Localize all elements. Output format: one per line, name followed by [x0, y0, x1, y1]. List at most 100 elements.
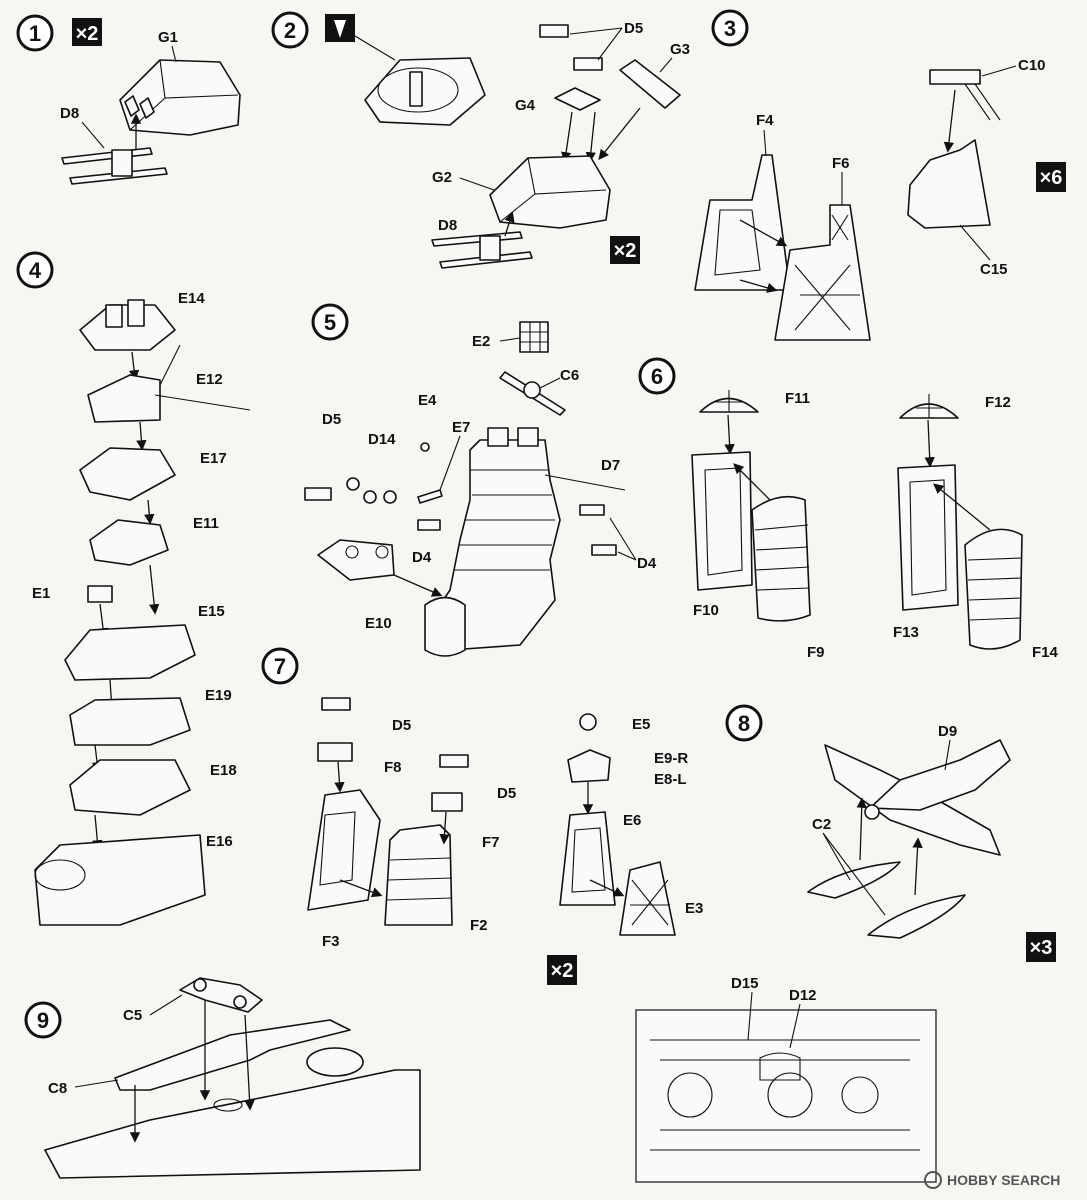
- label-d4-left: D4: [412, 549, 432, 566]
- step-6: 6 F11 F10 F9 F12 F13 F14: [638, 357, 1059, 661]
- step-3-number: 3: [724, 16, 736, 41]
- label-e6: E6: [623, 812, 641, 829]
- label-e16: E16: [206, 833, 233, 850]
- label-d7: D7: [601, 457, 620, 474]
- c5-part: [179, 977, 263, 1013]
- step-8-multiplier: ×3: [1030, 937, 1053, 959]
- step-2-badge: [271, 11, 309, 49]
- label-d5-step5: D5: [322, 411, 341, 428]
- step-2-multiplier: ×2: [614, 240, 637, 262]
- label-c6: C6: [560, 367, 579, 384]
- label-d8-2: D8: [438, 217, 457, 234]
- f7-part: [431, 792, 463, 812]
- f8-part: [317, 742, 353, 762]
- hull-deck-part: [44, 1069, 421, 1179]
- label-d5-a: D5: [392, 717, 411, 734]
- hobby-search-logo-icon: HOBBY SEARCH: [924, 1171, 1060, 1189]
- label-f4: F4: [756, 112, 774, 129]
- step-7-badge: [261, 647, 299, 685]
- step-6-badge: [638, 357, 676, 395]
- gun-barrels-d8-part: [61, 147, 153, 165]
- label-c8: C8: [48, 1080, 67, 1097]
- label-e3: E3: [685, 900, 703, 917]
- label-e8-l: E8-L: [654, 771, 687, 788]
- f9-tube-part: [751, 495, 811, 622]
- step-1-multiplier-box: [72, 18, 102, 46]
- label-f13: F13: [893, 624, 919, 641]
- label-f12: F12: [985, 394, 1011, 411]
- watermark-text: HOBBY SEARCH: [947, 1172, 1060, 1188]
- step-4-badge: [16, 251, 54, 289]
- step-7: 7 D5 F8 F3 F2 D5 F7 E5 E9-R E8-L E6 E3 ×…: [261, 647, 703, 985]
- step-1-badge: [16, 14, 54, 52]
- step-2-number: 2: [284, 18, 296, 43]
- label-e2: E2: [472, 333, 490, 350]
- label-d12: D12: [789, 987, 817, 1004]
- label-d4-right: D4: [637, 555, 657, 572]
- step-2-multiplier-box: [610, 236, 640, 264]
- label-e1: E1: [32, 585, 50, 602]
- label-e9-r: E9-R: [654, 750, 688, 767]
- label-d8: D8: [60, 105, 79, 122]
- step-8: 8 D9 C2 ×3: [725, 704, 1056, 962]
- label-f6: F6: [832, 155, 850, 172]
- step-8-number: 8: [738, 711, 750, 736]
- e10-platform-part: [317, 539, 395, 581]
- step-4: 4 E14 E12 E17 E11 E1 E15 E19 E18 E16: [16, 251, 251, 926]
- step-7-multiplier-box: [547, 955, 577, 985]
- g4-part: [554, 87, 601, 111]
- step-5: 5 E2 C6 E4 E7 D5 D14 E10 D4 D7: [304, 303, 657, 657]
- label-g1: G1: [158, 29, 178, 46]
- seaplane-float-left: [807, 861, 901, 899]
- label-d15: D15: [731, 975, 759, 992]
- label-f10: F10: [693, 602, 719, 619]
- label-g4: G4: [515, 97, 536, 114]
- step-7-number: 7: [274, 654, 286, 679]
- step-7-multiplier: ×2: [551, 960, 574, 982]
- f3-frame-part: [307, 789, 381, 911]
- label-c15: C15: [980, 261, 1008, 278]
- label-e7: E7: [452, 419, 470, 436]
- label-f9: F9: [807, 644, 825, 661]
- label-e4: E4: [418, 392, 437, 409]
- f13-frame-part: [897, 464, 959, 611]
- step-1: 1 ×2 G1 D8: [16, 14, 241, 185]
- step-9-badge: [24, 1001, 62, 1039]
- label-f2: F2: [470, 917, 488, 934]
- label-g2: G2: [432, 169, 452, 186]
- label-d5: D5: [624, 20, 643, 37]
- label-e17: E17: [200, 450, 227, 467]
- e6-frame-part: [559, 811, 616, 906]
- f14-tube-part: [964, 528, 1023, 650]
- label-f7: F7: [482, 834, 500, 851]
- f2-stack-part: [384, 824, 453, 926]
- step-3-badge: [711, 9, 749, 47]
- label-e11: E11: [193, 515, 219, 532]
- step-4-number: 4: [29, 258, 42, 283]
- seaplane-float-right: [867, 894, 966, 939]
- step-2: 2 D5 G3 G4 G2 D8 ×2: [271, 11, 690, 269]
- f4-frame-part: [694, 154, 791, 291]
- label-c5: C5: [123, 1007, 142, 1024]
- label-d5-b: D5: [497, 785, 516, 802]
- step-5-badge: [311, 303, 349, 341]
- f6-lattice-part: [774, 204, 871, 341]
- step-3-multiplier: ×6: [1040, 167, 1063, 189]
- step-1-multiplier: ×2: [76, 23, 99, 45]
- label-e19: E19: [205, 687, 232, 704]
- step-1-number: 1: [29, 21, 41, 46]
- label-e12: E12: [196, 371, 223, 388]
- step-6-number: 6: [651, 364, 663, 389]
- label-e10: E10: [365, 615, 392, 632]
- step-3-multiplier-box: [1036, 162, 1066, 192]
- c8-deck-part: [114, 1019, 351, 1091]
- label-e5: E5: [632, 716, 650, 733]
- label-f3: F3: [322, 933, 340, 950]
- label-d9: D9: [938, 723, 957, 740]
- c10-part: [929, 69, 981, 85]
- e2-radar-part: [519, 321, 549, 353]
- step-5-number: 5: [324, 310, 336, 335]
- detail-inset: [635, 1009, 937, 1183]
- label-f14: F14: [1032, 644, 1059, 661]
